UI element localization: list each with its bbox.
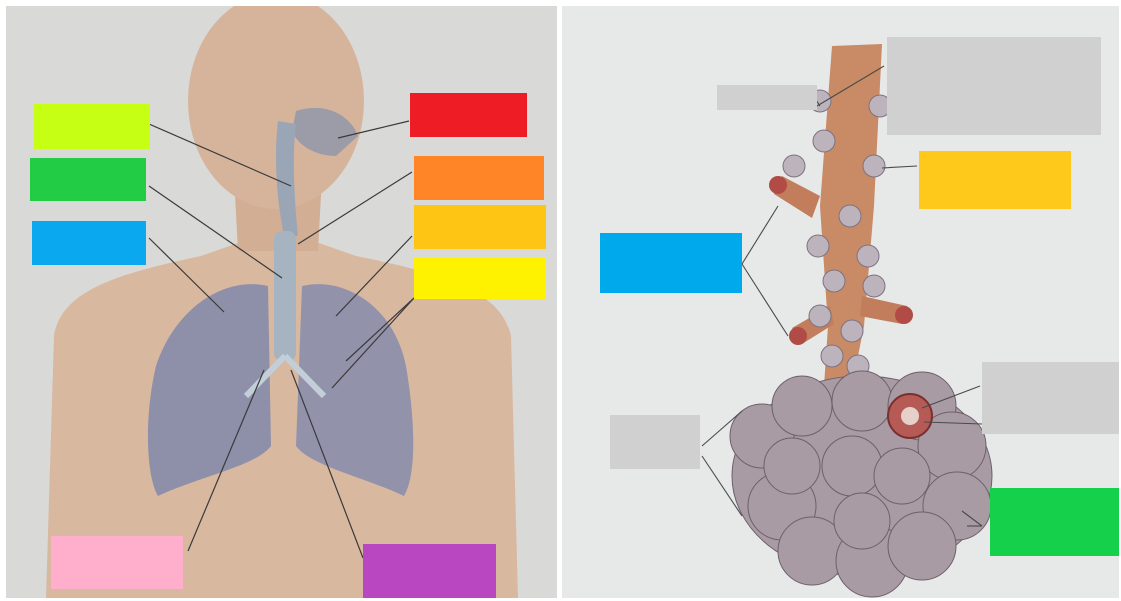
alveolar-duct-label[interactable]: [610, 415, 700, 469]
respiratory-bronchiole-label[interactable]: [600, 233, 742, 293]
bronchus-label[interactable]: [51, 536, 183, 589]
capillary-label[interactable]: [990, 488, 1119, 556]
nasal-cavity-label[interactable]: [34, 104, 150, 149]
larynx-label[interactable]: [414, 156, 544, 200]
nose-label[interactable]: [410, 93, 527, 137]
smooth-muscle-label[interactable]: [887, 37, 1101, 135]
branch-opening: [769, 176, 787, 194]
trachea-label[interactable]: [414, 205, 546, 249]
alveolus-label[interactable]: [919, 151, 1071, 209]
left-lung-label[interactable]: [32, 221, 146, 265]
alveolar-cluster: [730, 371, 992, 597]
branch-opening: [895, 306, 913, 324]
terminal-bronchiole-label[interactable]: [717, 85, 817, 110]
pharynx-label[interactable]: [30, 158, 146, 201]
alveoli-illustration: [562, 6, 1119, 598]
head: [188, 6, 364, 209]
alveolar-sac-lumen: [901, 407, 919, 425]
bronchi-label[interactable]: [414, 257, 546, 299]
trachea: [274, 231, 296, 361]
alveolar-sac-label[interactable]: [982, 362, 1119, 434]
branch-opening: [789, 327, 807, 345]
respiratory-system-illustration: [6, 6, 557, 598]
diaphragm-label[interactable]: [363, 544, 496, 598]
